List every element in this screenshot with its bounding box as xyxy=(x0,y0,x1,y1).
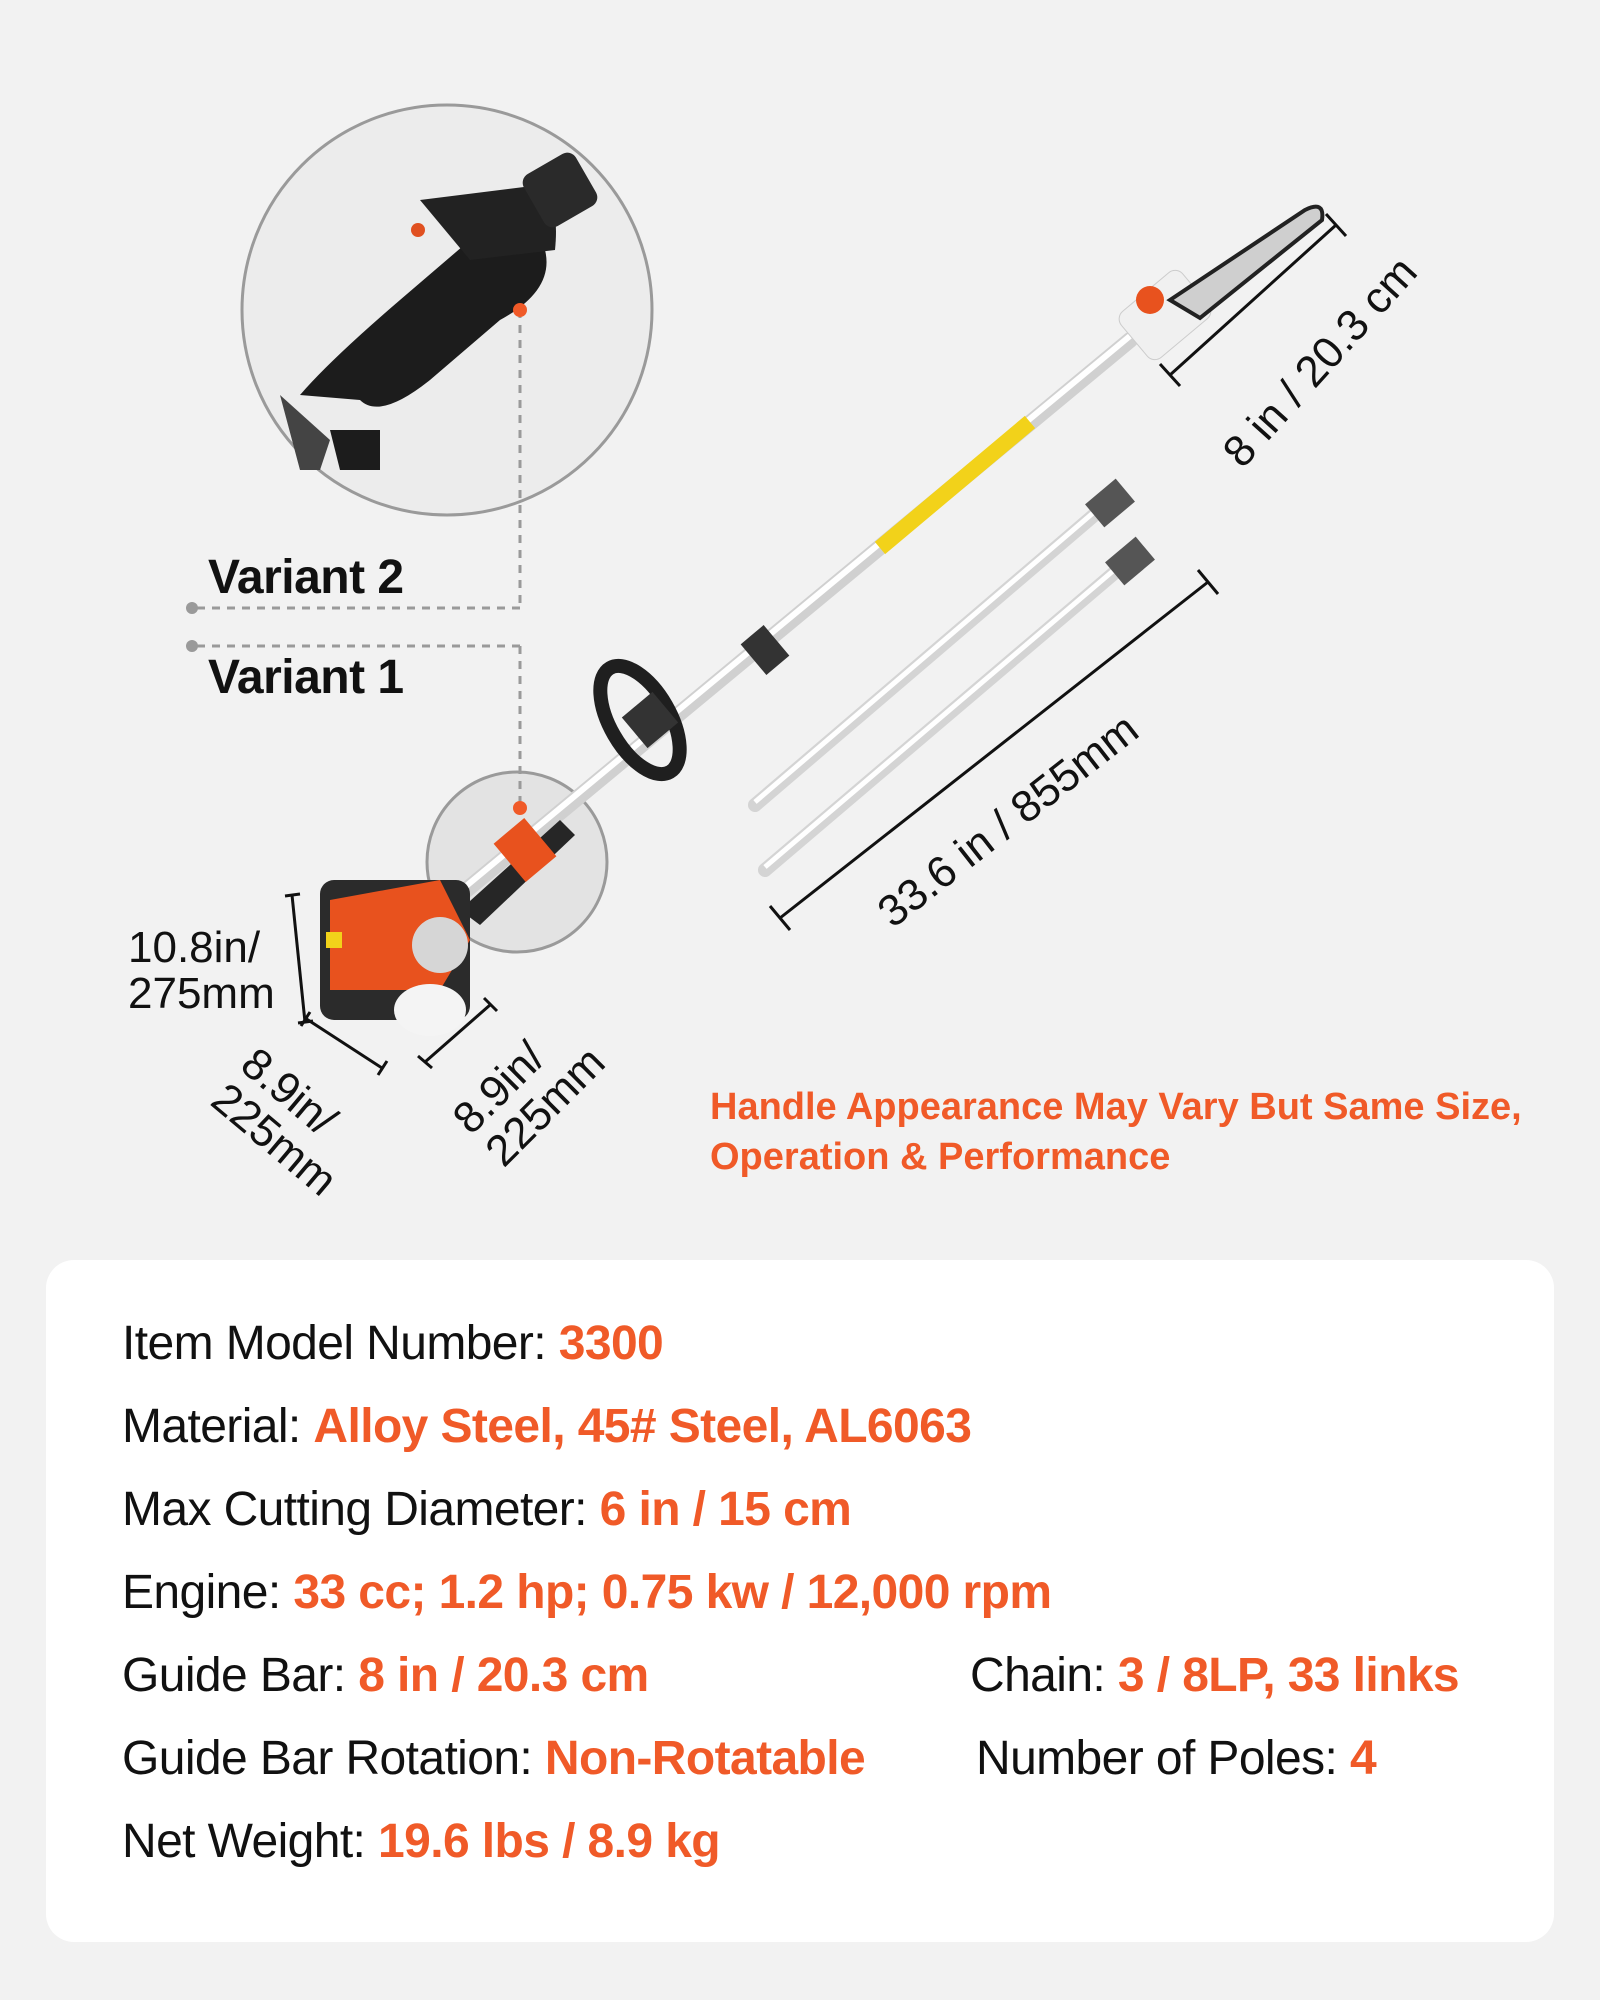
spec-weight-label: Net Weight: xyxy=(122,1815,379,1868)
chainsaw-head xyxy=(1118,204,1325,361)
spec-chain-value: 3 / 8LP, 33 links xyxy=(1117,1649,1460,1702)
variant-1-label: Variant 1 xyxy=(208,651,404,704)
pole-saw-illustration xyxy=(186,103,1348,1076)
engine-height-line-1: 10.8in/ xyxy=(128,923,261,972)
engine-height-dimension: 10.8in/ 275mm xyxy=(128,923,275,1019)
specs-panel: Item Model Number: 3300 Material: Alloy … xyxy=(46,1260,1554,1942)
spec-material-value: Alloy Steel, 45# Steel, AL6063 xyxy=(313,1400,972,1453)
spec-poles-label: Number of Poles: xyxy=(976,1732,1350,1785)
spec-guide-bar-value: 8 in / 20.3 cm xyxy=(358,1649,649,1702)
spec-engine-value: 33 cc; 1.2 hp; 0.75 kw / 12,000 rpm xyxy=(293,1566,1052,1619)
product-diagram: Variant 2 Variant 1 8 in / 20.3 cm 33.6 … xyxy=(128,103,1522,1206)
spec-model-value: 3300 xyxy=(558,1317,664,1370)
handle-closeup xyxy=(280,152,598,470)
dimension-lines xyxy=(284,212,1348,1076)
variant-2-label: Variant 2 xyxy=(208,551,404,604)
engine-height-line-2: 275mm xyxy=(128,969,275,1019)
spec-rotation-label: Guide Bar Rotation: xyxy=(122,1732,545,1785)
spec-cutting: Max Cutting Diameter: 6 in / 15 cm xyxy=(122,1482,852,1537)
variant-leaders xyxy=(192,310,522,808)
extension-poles xyxy=(748,478,1155,877)
spec-guide-bar-label: Guide Bar: xyxy=(122,1649,359,1702)
spec-material: Material: Alloy Steel, 45# Steel, AL6063 xyxy=(122,1399,972,1454)
engine xyxy=(320,880,470,1036)
spec-chain-label: Chain: xyxy=(970,1649,1118,1702)
variant-1-marker xyxy=(513,801,527,815)
spec-weight: Net Weight: 19.6 lbs / 8.9 kg xyxy=(122,1814,721,1869)
spec-material-label: Material: xyxy=(122,1400,314,1453)
spec-engine-label: Engine: xyxy=(122,1566,294,1619)
spec-model: Item Model Number: 3300 xyxy=(122,1316,664,1371)
spec-cutting-label: Max Cutting Diameter: xyxy=(122,1483,600,1536)
spec-weight-value: 19.6 lbs / 8.9 kg xyxy=(378,1815,721,1868)
handle-appearance-note: Handle Appearance May Vary But Same Size… xyxy=(710,1086,1522,1178)
spec-chain: Chain: 3 / 8LP, 33 links xyxy=(970,1648,1460,1703)
variant-2-marker xyxy=(513,303,527,317)
spec-poles-value: 4 xyxy=(1349,1732,1377,1785)
variant-2-dot xyxy=(186,602,198,614)
spec-guide-bar: Guide Bar: 8 in / 20.3 cm xyxy=(122,1648,649,1703)
spec-cutting-value: 6 in / 15 cm xyxy=(599,1483,852,1536)
spec-engine: Engine: 33 cc; 1.2 hp; 0.75 kw / 12,000 … xyxy=(122,1565,1052,1620)
variant-1-dot xyxy=(186,640,198,652)
main-pole xyxy=(422,332,1138,928)
spec-rotation-value: Non-Rotatable xyxy=(544,1732,866,1785)
spec-poles: Number of Poles: 4 xyxy=(976,1731,1377,1786)
loop-handle xyxy=(593,658,687,782)
spec-rotation: Guide Bar Rotation: Non-Rotatable xyxy=(122,1731,866,1786)
spec-model-label: Item Model Number: xyxy=(122,1317,559,1370)
